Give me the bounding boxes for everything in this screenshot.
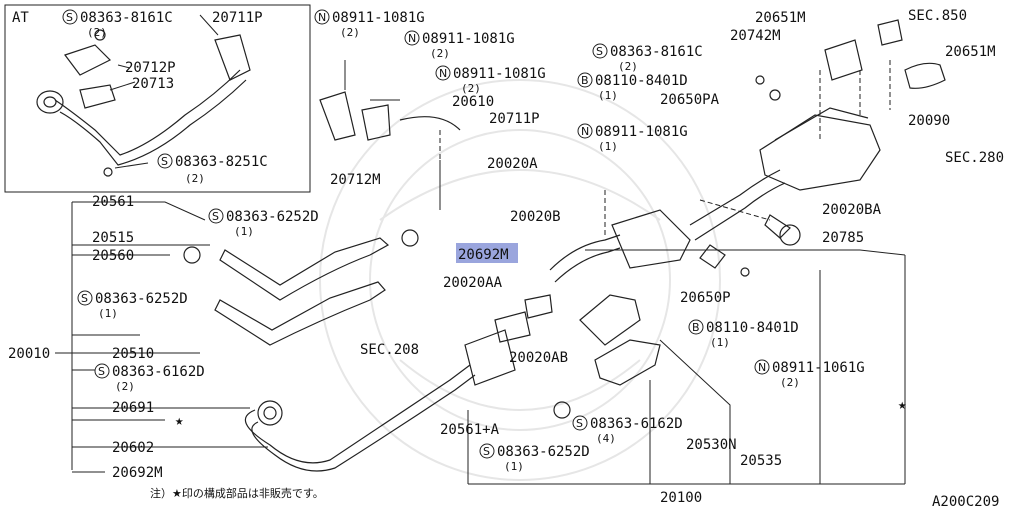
svg-text:(1): (1) xyxy=(234,225,254,238)
svg-text:N: N xyxy=(581,125,589,138)
label-20692M-left: 20692M xyxy=(112,465,163,481)
label-sec208: SEC.208 xyxy=(360,342,419,358)
label-20785: 20785 xyxy=(822,230,864,246)
svg-text:S: S xyxy=(483,445,490,458)
label-20650P: 20650P xyxy=(680,290,731,306)
highlight-20692M xyxy=(456,243,518,263)
label-20650PA: 20650PA xyxy=(660,92,720,108)
part-labels: 08363-8161C (2) 20711P 20712P 20713 0836… xyxy=(8,8,1004,506)
svg-text:S: S xyxy=(81,292,88,305)
label-20561A: 20561+A xyxy=(440,422,500,438)
leader-lines xyxy=(55,14,906,485)
label-20610: 20610 xyxy=(452,94,494,110)
at-pipe xyxy=(36,29,251,177)
svg-text:(1): (1) xyxy=(504,460,524,473)
label-n3: 08911-1081G xyxy=(453,66,546,82)
label-20020A: 20020A xyxy=(487,156,538,172)
label-20742M: 20742M xyxy=(730,28,781,44)
label-n2: 08911-1081G xyxy=(422,31,515,47)
svg-text:B: B xyxy=(581,74,589,87)
label-20515: 20515 xyxy=(92,230,134,246)
label-20090: 20090 xyxy=(908,113,950,129)
center-heatshields xyxy=(553,294,661,419)
svg-text:(1): (1) xyxy=(598,89,618,102)
svg-text:S: S xyxy=(66,11,73,24)
label-20100: 20100 xyxy=(660,490,702,506)
label-s3: 08363-8161C xyxy=(610,44,703,60)
label-s6: 08363-6162D xyxy=(112,364,205,380)
label-s8: 08363-6252D xyxy=(497,444,590,460)
svg-text:S: S xyxy=(98,365,105,378)
label-20010: 20010 xyxy=(8,346,50,362)
label-20651M-b: 20651M xyxy=(945,44,996,60)
label-20530N: 20530N xyxy=(686,437,737,453)
svg-text:N: N xyxy=(318,11,326,24)
at-inset-box xyxy=(4,4,311,193)
svg-text:(2): (2) xyxy=(430,47,450,60)
label-s4: 08363-6252D xyxy=(226,209,319,225)
svg-text:(2): (2) xyxy=(87,26,107,39)
svg-text:(2): (2) xyxy=(185,172,205,185)
label-b2: 08110-8401D xyxy=(706,320,799,336)
label-b1: 08110-8401D xyxy=(595,73,688,89)
star-left: ★ xyxy=(175,413,184,429)
svg-text:B: B xyxy=(692,321,700,334)
label-n4: 08911-1081G xyxy=(595,124,688,140)
main-exhaust xyxy=(244,62,946,472)
svg-text:S: S xyxy=(596,45,603,58)
watermark xyxy=(319,79,721,481)
label-20711P-at: 20711P xyxy=(212,10,263,26)
left-heatshields xyxy=(183,229,419,346)
svg-text:(2): (2) xyxy=(780,376,800,389)
label-20712P: 20712P xyxy=(125,60,176,76)
label-s7: 08363-6162D xyxy=(590,416,683,432)
footer-note: 注）★印の構成部品は非販売です。 xyxy=(150,486,324,500)
label-20020BA: 20020BA xyxy=(822,202,882,218)
label-sec850: SEC.850 xyxy=(908,8,967,24)
svg-text:S: S xyxy=(212,210,219,223)
svg-text:(2): (2) xyxy=(115,380,135,393)
label-20560: 20560 xyxy=(92,248,134,264)
label-20712M: 20712M xyxy=(330,172,381,188)
svg-text:N: N xyxy=(758,361,766,374)
label-20692M-center: 20692M xyxy=(458,247,509,263)
svg-text:S: S xyxy=(576,417,583,430)
svg-text:(2): (2) xyxy=(461,82,481,95)
svg-text:N: N xyxy=(439,67,447,80)
svg-text:(2): (2) xyxy=(340,26,360,39)
label-20020AB: 20020AB xyxy=(509,350,568,366)
label-at-s1: 08363-8161C xyxy=(80,10,173,26)
label-s5: 08363-6252D xyxy=(95,291,188,307)
at-label: AT xyxy=(12,10,29,26)
svg-text:(1): (1) xyxy=(598,140,618,153)
label-20711P: 20711P xyxy=(489,111,540,127)
label-20713: 20713 xyxy=(132,76,174,92)
label-sec280: SEC.280 xyxy=(945,150,1004,166)
star-right: ★ xyxy=(898,397,907,413)
svg-text:(1): (1) xyxy=(98,307,118,320)
label-20020B: 20020B xyxy=(510,209,561,225)
svg-text:(2): (2) xyxy=(618,60,638,73)
label-20691: 20691 xyxy=(112,400,154,416)
svg-text:(4): (4) xyxy=(596,432,616,445)
svg-text:S: S xyxy=(161,155,168,168)
svg-text:N: N xyxy=(408,32,416,45)
prefix-circles: S S N N N S B N S S S B N S S xyxy=(62,9,770,459)
svg-text:(1): (1) xyxy=(710,336,730,349)
label-at-s2: 08363-8251C xyxy=(175,154,268,170)
diagram-code: A200C209 xyxy=(932,494,999,510)
label-n1: 08911-1081G xyxy=(332,10,425,26)
label-20535: 20535 xyxy=(740,453,782,469)
label-20602: 20602 xyxy=(112,440,154,456)
label-n5: 08911-1061G xyxy=(772,360,865,376)
label-20561: 20561 xyxy=(92,194,134,210)
label-20510: 20510 xyxy=(112,346,154,362)
label-20020AA: 20020AA xyxy=(443,275,503,291)
label-20651M-a: 20651M xyxy=(755,10,806,26)
brackets xyxy=(319,19,903,277)
